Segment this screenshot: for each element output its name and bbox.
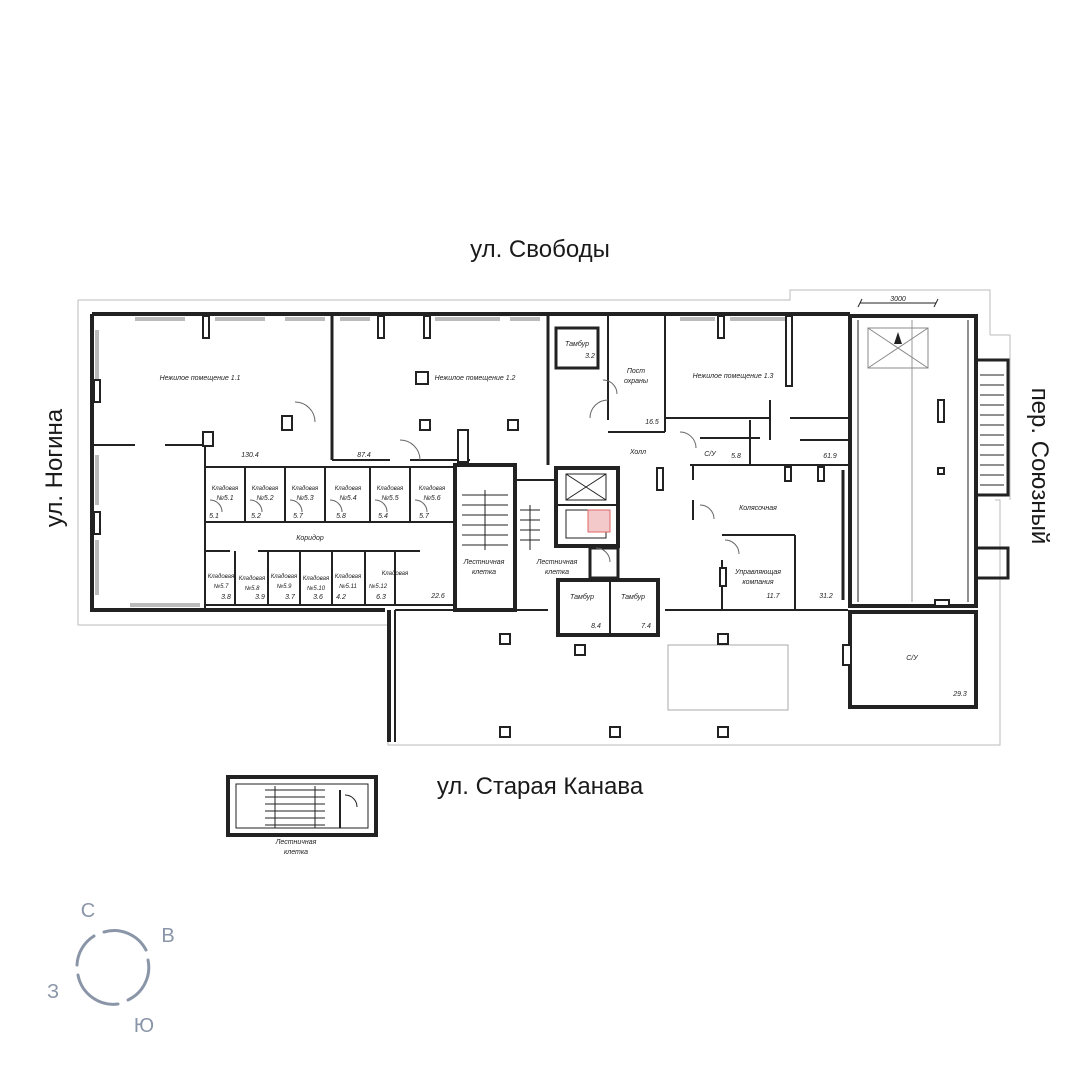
storage-label: Кладовая [335, 574, 362, 580]
storage-number: №5.1 [216, 495, 233, 502]
tambur-s2-label: Тамбур [621, 593, 645, 601]
kolyas-label: Колясочная [739, 505, 777, 512]
compass-south: Ю [134, 1015, 154, 1037]
sui-big-label: С/У [906, 655, 919, 662]
street-east: пер. Союзный [1026, 388, 1053, 545]
storage-bottom-row: Кладовая №5.7 3.8 Кладовая №5.8 3.9 Клад… [208, 571, 409, 601]
koridor-area: 22.6 [430, 593, 445, 600]
storage-area: 3.6 [313, 594, 323, 601]
uprav-label-2: компания [742, 579, 773, 586]
stair1-label-2: клетка [472, 569, 496, 576]
compass-icon [75, 929, 151, 1006]
storage-label: Кладовая [271, 574, 298, 580]
room-1-1-label: Нежилое помещение 1.1 [160, 375, 241, 382]
street-west: ул. Ногина [41, 408, 68, 527]
room-1-2-area: 87.4 [357, 452, 371, 459]
storage-label: Кладовая [252, 486, 279, 492]
tambur-s2-area: 7.4 [641, 623, 651, 630]
storage-area: 4.2 [336, 594, 346, 601]
windows [95, 317, 785, 607]
compass-north: С [81, 900, 95, 922]
room-labels: Нежилое помещение 1.1 130.4 Нежилое поме… [160, 296, 967, 698]
storage-label: Кладовая [419, 486, 446, 492]
room-1-3-label: Нежилое помещение 1.3 [693, 373, 774, 380]
storage-area: 5.7 [293, 513, 304, 520]
post-area: 16.5 [645, 419, 659, 426]
stair3-label-1: Лестничная [275, 839, 317, 846]
koridor-label: Коридор [296, 534, 324, 542]
sui-area: 5.8 [731, 453, 741, 460]
compass: С В З Ю [47, 900, 175, 1037]
storage-area: 5.1 [209, 513, 219, 520]
storage-number: №5.10 [307, 585, 326, 592]
storage-label: Кладовая [208, 574, 235, 580]
tambur-north-label: Тамбур [565, 340, 589, 348]
storage-label: Кладовая [335, 486, 362, 492]
storage-number: №5.7 [214, 583, 230, 590]
storage-label: Кладовая [239, 576, 266, 582]
storage-area: 6.3 [376, 594, 386, 601]
sui-big-area: 29.3 [952, 691, 967, 698]
storage-number: №5.11 [339, 583, 357, 590]
dimension-label: 3000 [890, 296, 906, 303]
storage-area: 3.7 [285, 594, 296, 601]
compass-east: В [161, 925, 174, 947]
doors [209, 379, 740, 563]
room-1-2-label: Нежилое помещение 1.2 [435, 375, 516, 382]
street-north: ул. Свободы [470, 236, 610, 263]
storage-area: 5.7 [419, 513, 430, 520]
stair2-label-1: Лестничная [536, 559, 578, 566]
stair3-label-2: клетка [284, 849, 308, 856]
storage-label: Кладовая [382, 571, 409, 577]
storage-area: 3.9 [255, 594, 265, 601]
post-label-1: Пост [627, 368, 645, 375]
storage-number: №5.4 [339, 495, 356, 502]
room-1-3-area: 61.9 [823, 453, 837, 460]
sui-label: С/У [704, 451, 717, 458]
storage-label: Кладовая [303, 576, 330, 582]
storage-number: №5.12 [369, 583, 388, 590]
tambur-s1-label: Тамбур [570, 593, 594, 601]
area-31: 31.2 [819, 593, 833, 600]
storage-number: №5.5 [381, 495, 398, 502]
storage-label: Кладовая [292, 486, 319, 492]
storage-top-row: Кладовая №5.1 5.1 Кладовая №5.2 5.2 Клад… [209, 486, 446, 520]
stair2-label-2: клетка [545, 569, 569, 576]
tambur-north-area: 3.2 [585, 353, 595, 360]
uprav-label-1: Управляющая [734, 569, 781, 576]
columns [93, 315, 950, 738]
storage-number: №5.2 [256, 495, 273, 502]
tambur-s1-area: 8.4 [591, 623, 601, 630]
compass-west: З [47, 981, 59, 1003]
walls [90, 298, 1010, 742]
room-1-1-area: 130.4 [241, 452, 259, 459]
storage-area: 5.8 [336, 513, 346, 520]
storage-area: 3.8 [221, 594, 231, 601]
separate-stair-block [226, 775, 378, 837]
storage-label: Кладовая [212, 486, 239, 492]
storage-label: Кладовая [377, 486, 404, 492]
storage-number: №5.3 [296, 495, 313, 502]
street-south: ул. Старая Канава [437, 773, 644, 800]
post-label-2: охраны [624, 378, 649, 385]
hall-label: Холл [629, 449, 646, 456]
storage-area: 5.4 [378, 513, 388, 520]
stair1-label-1: Лестничная [463, 559, 505, 566]
uprav-area: 11.7 [766, 593, 780, 600]
storage-number: №5.9 [277, 583, 293, 590]
storage-area: 5.2 [251, 513, 261, 520]
storage-number: №5.6 [423, 495, 440, 502]
storage-number: №5.8 [245, 585, 261, 592]
